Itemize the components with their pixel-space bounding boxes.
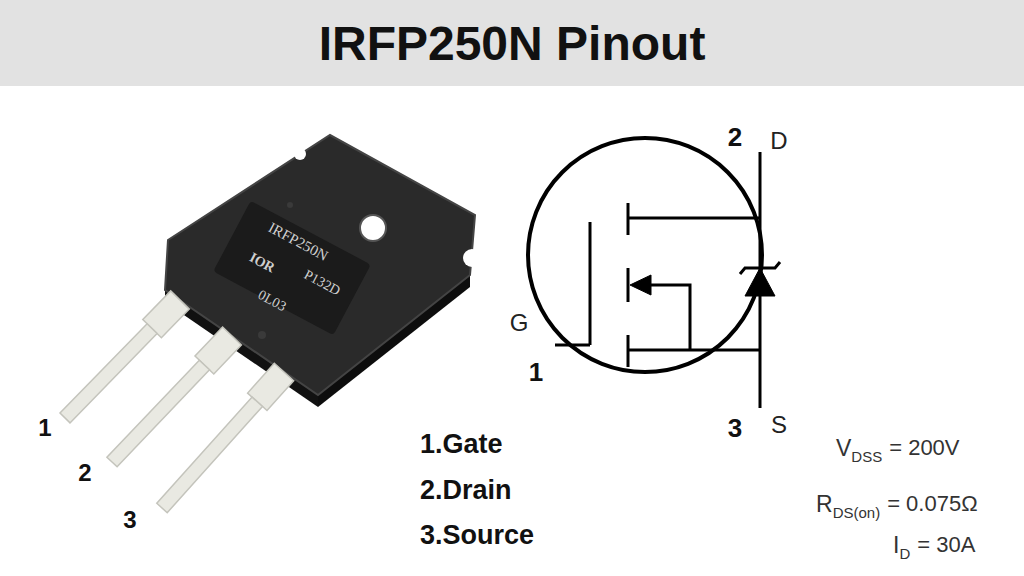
logo-marking: IOR — [247, 251, 277, 276]
spec-symbol: V — [836, 437, 851, 460]
spec-symbol: R — [816, 493, 833, 516]
pin-function: 2.Drain — [420, 477, 512, 504]
pin-function: 1.Gate — [420, 431, 503, 458]
gate-plate — [589, 222, 592, 345]
terminal-name: D — [770, 129, 787, 153]
title-band — [0, 0, 1024, 86]
pin-number: 3 — [728, 415, 742, 441]
tab-notch — [294, 148, 306, 160]
body-wire — [648, 285, 690, 350]
drain-wire — [628, 217, 760, 220]
lead — [157, 397, 263, 513]
terminal-name: S — [771, 413, 787, 437]
tab-notch — [463, 249, 481, 267]
package-leads — [60, 291, 294, 513]
diode-bar — [740, 262, 780, 274]
page-title: IRFP250N Pinout — [319, 20, 706, 68]
date-marking: 0L03 — [256, 288, 289, 314]
pin-number: 1 — [529, 359, 543, 385]
channel-arrow — [630, 275, 651, 295]
to247-package — [165, 135, 481, 407]
mold-dot — [287, 202, 293, 208]
pin-function: 3.Source — [420, 522, 534, 549]
pin-number: 3 — [123, 508, 136, 532]
marking-area — [213, 201, 371, 335]
spec-value: = 200V — [889, 437, 959, 459]
source-wire — [628, 349, 760, 352]
diode-triangle — [745, 268, 775, 296]
mold-dot — [258, 331, 266, 339]
marking-area — [213, 201, 371, 335]
symbol-circle — [528, 138, 762, 372]
pin-number: 2 — [728, 124, 742, 150]
pin-number: 1 — [38, 416, 51, 440]
spec-value: = 30A — [917, 534, 975, 556]
pin-number: 2 — [78, 461, 91, 485]
spec-subscript: DSS — [851, 449, 882, 464]
spec-subscript: D — [899, 546, 910, 561]
gate-wire — [555, 344, 590, 347]
lead — [60, 324, 157, 423]
mounting-hole — [360, 215, 386, 241]
lot-marking: P132D — [302, 268, 343, 299]
spec-symbol: I — [893, 534, 899, 557]
package-body — [165, 135, 475, 395]
part-marking: IRFP250N — [266, 220, 330, 264]
lead — [107, 360, 210, 467]
spec-subscript: DS(on) — [833, 505, 881, 520]
mosfet-symbol — [528, 138, 780, 408]
terminal-name: G — [510, 311, 529, 335]
spec-value: = 0.075Ω — [887, 493, 977, 515]
